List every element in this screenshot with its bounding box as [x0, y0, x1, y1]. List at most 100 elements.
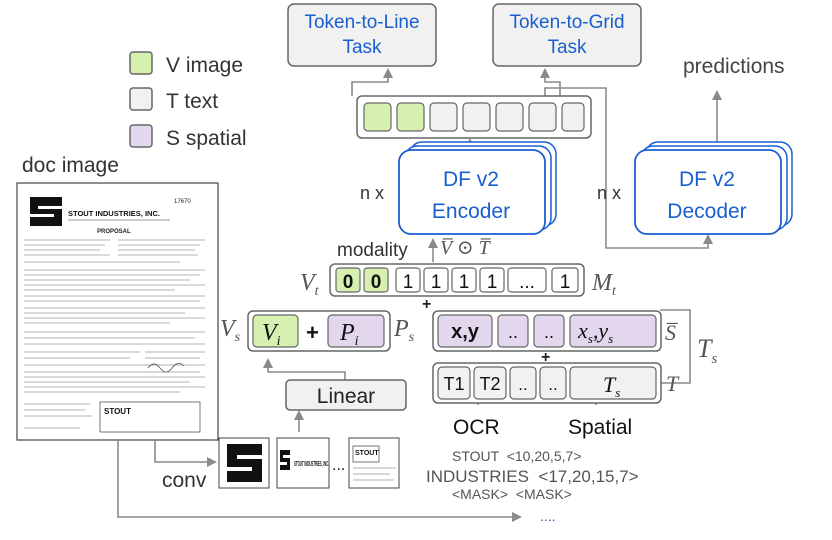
arrow-linear-to-vi — [263, 358, 346, 380]
ocr-example-line: <MASK> <MASK> — [452, 486, 572, 502]
text-cell: T1 — [443, 374, 464, 394]
spatial-row: x,y .. .. xs,ys — [432, 310, 662, 352]
token-to-line-subtitle: Task — [342, 37, 382, 58]
pi-label: Pi — [339, 320, 359, 349]
modality-cell: 0 — [343, 272, 354, 293]
modality-label: modality — [337, 240, 408, 261]
decoder-repeat-label: n x — [597, 183, 621, 203]
encoder-subtitle: Encoder — [432, 200, 510, 223]
pi-token — [327, 314, 385, 348]
legend-image-swatch — [129, 51, 153, 75]
ocr-example-line: .... — [540, 508, 556, 524]
doc-signature — [147, 363, 185, 373]
linear-layer: Linear — [285, 379, 407, 411]
legend-text-label: T text — [166, 90, 218, 113]
token-to-line-task: Token-to-Line Task — [287, 3, 437, 67]
patch-dots: ... — [332, 457, 345, 474]
arrow-tokens-to-grid-task — [540, 68, 561, 96]
arrow-tokens-to-decoder — [544, 87, 713, 249]
image-patch — [218, 437, 270, 489]
modality-cell: 1 — [459, 272, 470, 293]
stout-logo — [30, 197, 62, 226]
output-token-text — [495, 102, 524, 132]
plus-sign: + — [541, 349, 550, 366]
df-v2-decoder: DF v2 Decoder — [634, 141, 793, 235]
spatial-cell: .. — [508, 322, 518, 342]
t-symbol: T — [666, 371, 680, 396]
image-patches: STOUT INDUSTRIES, INC. ... STOUT — [218, 437, 400, 489]
ocr-example-line: INDUSTRIES <17,20,15,7> — [426, 467, 639, 486]
token-to-grid-title: Token-to-Grid — [509, 12, 624, 33]
spatial-cell: x,y — [451, 321, 480, 343]
arrow-tokens-to-line-task — [351, 68, 393, 96]
output-token-image — [396, 102, 425, 132]
ps-symbol: Ps — [393, 316, 415, 345]
conv-label: conv — [162, 469, 207, 492]
mt-symbol: Mt — [591, 270, 617, 299]
modality-cell: 0 — [371, 272, 382, 293]
doc-footer-brand: STOUT — [104, 407, 131, 416]
encoder-input-label: V̅ ⊙ T̅ — [440, 237, 492, 259]
linear-label: Linear — [317, 385, 375, 408]
output-token-image — [363, 102, 392, 132]
image-patch: STOUT INDUSTRIES, INC. — [276, 437, 330, 489]
legend-text-swatch — [129, 87, 153, 111]
output-token-text — [528, 102, 557, 132]
text-row: T1 T2 .. .. Ts — [432, 362, 662, 404]
patch-footer-brand: STOUT — [355, 450, 379, 457]
doc-footer-box — [99, 401, 201, 433]
decoder-title: DF v2 — [679, 168, 735, 191]
modality-cell: 1 — [560, 272, 571, 293]
vs-row: Vi + Pi — [247, 310, 391, 352]
text-cell: .. — [548, 375, 557, 394]
output-token-grid — [356, 95, 592, 139]
ocr-label: OCR — [453, 416, 500, 439]
vs-symbol: Vs — [220, 316, 241, 345]
doc-proposal-heading: PROPOSAL — [97, 229, 131, 235]
df-v2-encoder: DF v2 Encoder — [398, 141, 557, 235]
token-to-line-title: Token-to-Line — [304, 12, 419, 33]
legend: V image T text S spatial — [129, 51, 247, 150]
predictions-label: predictions — [683, 55, 785, 78]
output-token-text — [462, 102, 491, 132]
token-to-grid-task: Token-to-Grid Task — [492, 3, 642, 67]
doc-number: 17670 — [174, 199, 191, 205]
text-cell: T2 — [479, 374, 500, 394]
doc-company: STOUT INDUSTRIES, INC. — [68, 209, 160, 218]
doc-image-label: doc image — [22, 154, 119, 177]
patch-company-fragment: STOUT INDUSTRIES, INC. — [294, 461, 329, 468]
ts-bracket — [660, 309, 691, 384]
vs-plus: + — [306, 320, 319, 345]
text-cell: .. — [518, 375, 527, 394]
modality-cell: 1 — [487, 272, 498, 293]
legend-image-label: V image — [166, 54, 243, 77]
token-to-grid-subtitle: Task — [547, 37, 587, 58]
vt-symbol: Vt — [300, 270, 320, 299]
s-bar-symbol: S̅ — [665, 320, 678, 345]
document-thumbnail: 17670 STOUT INDUSTRIES, INC. PROPOSAL — [16, 182, 219, 441]
plus-sign: + — [422, 296, 431, 313]
ocr-example-line: STOUT <10,20,5,7> — [452, 448, 581, 464]
spatial-label: Spatial — [568, 416, 632, 439]
arrow-doc-to-ocr — [117, 440, 522, 522]
vi-token — [252, 314, 299, 348]
doc-text-lines — [24, 239, 205, 429]
decoder-subtitle: Decoder — [667, 200, 746, 223]
spatial-cell: .. — [544, 322, 554, 342]
legend-spatial-swatch — [129, 124, 153, 148]
encoder-repeat-label: n x — [360, 183, 384, 203]
encoder-title: DF v2 — [443, 168, 499, 191]
modality-cell: ... — [519, 272, 535, 293]
legend-spatial-label: S spatial — [166, 127, 247, 150]
spatial-last-cell: xs,ys — [577, 318, 613, 346]
text-last-cell: Ts — [603, 372, 620, 400]
modality-cell: 1 — [431, 272, 442, 293]
modality-cell: 1 — [403, 272, 414, 293]
modality-row: 0 0 1 1 1 1 ... 1 — [329, 263, 585, 297]
ts-symbol: Ts — [697, 334, 717, 367]
arrow-doc-to-patches — [154, 440, 217, 467]
output-token-text — [429, 102, 458, 132]
vi-label: Vi — [262, 320, 281, 349]
